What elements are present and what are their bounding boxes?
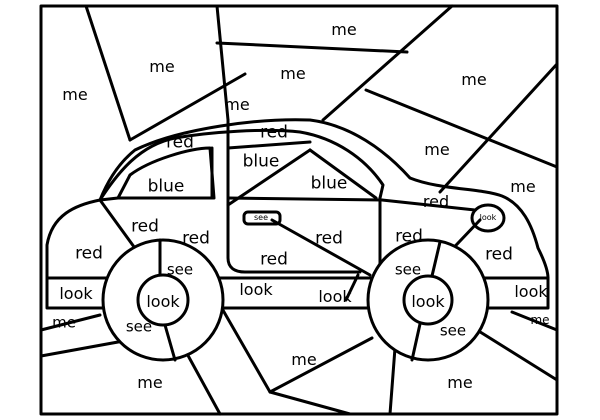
word-see-2: see (394, 260, 422, 279)
word-me-13: me (530, 313, 550, 327)
word-look-2: look (146, 292, 180, 311)
headlight (470, 203, 506, 233)
car-door (226, 118, 362, 274)
background-lines-top (84, 4, 559, 194)
word-me-5: me (461, 70, 487, 89)
word-blue-2: blue (147, 176, 185, 197)
word-me-11: me (137, 373, 163, 392)
word-red-10: red (485, 244, 513, 265)
word-me-10: me (291, 350, 317, 369)
car-body (45, 118, 550, 310)
page-border (39, 4, 559, 416)
background-lines-bottom (39, 303, 559, 416)
word-red-1: red (260, 122, 288, 143)
word-look-4: look (318, 287, 352, 306)
word-me-9: me (52, 313, 76, 332)
word-look-6: look (514, 282, 548, 301)
word-red-4: red (131, 216, 159, 237)
car-window-left (116, 146, 216, 200)
word-look-3: look (239, 280, 273, 299)
word-red-3: red (422, 192, 450, 211)
door-handle (242, 210, 282, 226)
word-red-8: red (75, 243, 103, 264)
right-wheel (366, 238, 490, 362)
word-me-7: me (424, 140, 450, 159)
left-wheel (101, 238, 225, 362)
word-blue-1: blue (242, 151, 280, 172)
word-look-1: look (59, 284, 93, 303)
word-look-5: look (411, 292, 445, 311)
word-red-9: red (260, 249, 288, 270)
word-see-handle: see (253, 213, 269, 222)
word-me-8: me (510, 177, 536, 196)
word-me-12: me (447, 373, 473, 392)
word-red-2: red (166, 132, 194, 153)
car-roof-inner (98, 128, 385, 202)
word-red-7: red (395, 226, 423, 247)
word-see-4: see (439, 321, 467, 340)
word-red-5: red (182, 228, 210, 249)
word-look-headlight: look (479, 213, 497, 222)
word-me-3: me (331, 20, 357, 39)
word-see-1: see (166, 260, 194, 279)
word-me-4: me (280, 64, 306, 83)
word-me-1: me (62, 85, 88, 104)
word-red-6: red (315, 228, 343, 249)
word-me-2: me (149, 57, 175, 76)
word-see-3: see (125, 317, 153, 336)
word-me-6: me (224, 95, 250, 114)
word-blue-3: blue (310, 173, 348, 194)
